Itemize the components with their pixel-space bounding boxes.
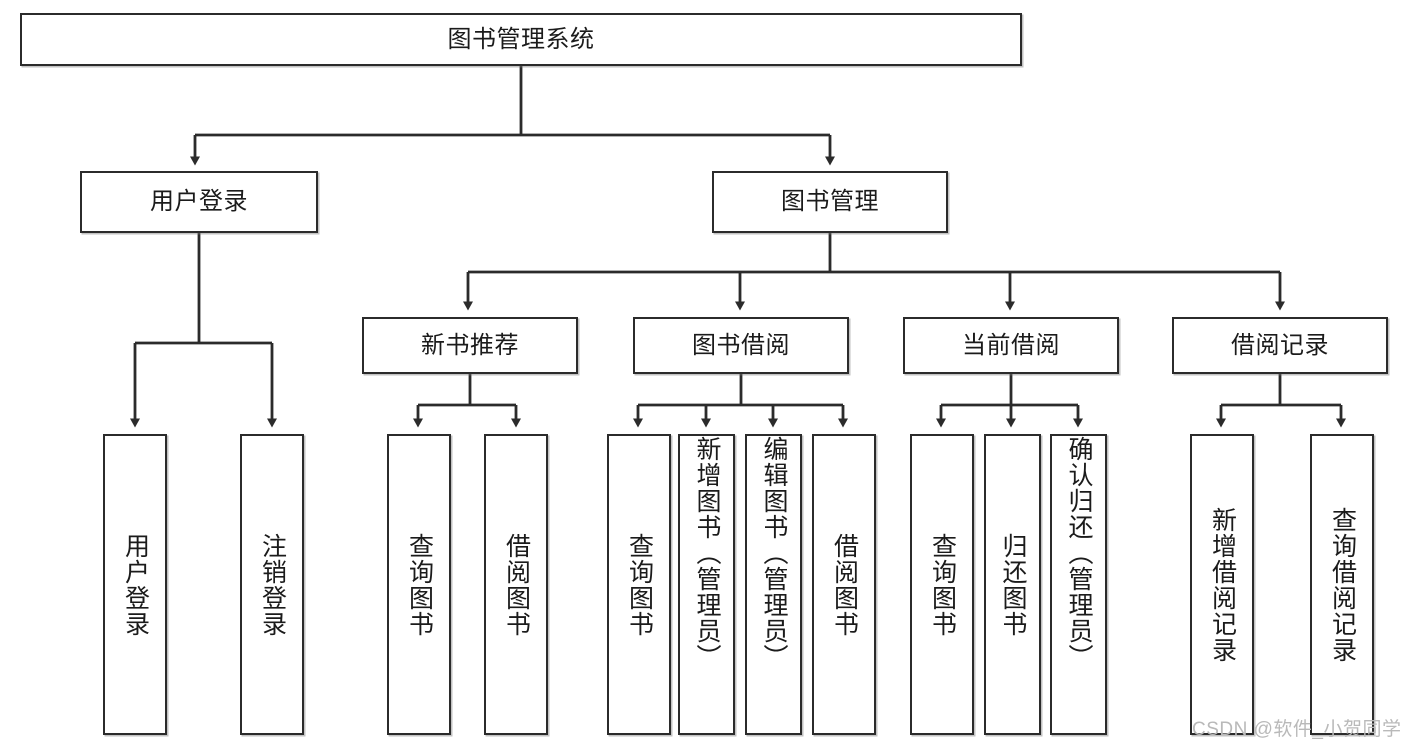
node-leaf-borrow-book[interactable]: 借阅图书 [812, 434, 876, 735]
node-leaf-logout-label: 注销登录 [258, 532, 287, 637]
node-leaf-edit-book-admin-label: 编辑图书（管理员） [760, 436, 788, 670]
node-book-borrow[interactable]: 图书借阅 [633, 317, 849, 374]
node-leaf-confirm-return-admin[interactable]: 确认归还（管理员） [1050, 434, 1107, 735]
node-user-login-label: 用户登录 [150, 188, 248, 216]
node-leaf-return-book-label: 归还图书 [999, 532, 1027, 637]
node-new-book-recommend-label: 新书推荐 [421, 331, 519, 359]
node-book-manage[interactable]: 图书管理 [712, 171, 948, 233]
node-current-borrow[interactable]: 当前借阅 [903, 317, 1119, 374]
node-leaf-query-book-rec-label: 查询图书 [405, 532, 434, 637]
node-leaf-query-book-borrow[interactable]: 查询图书 [607, 434, 671, 735]
node-leaf-query-book-cur[interactable]: 查询图书 [910, 434, 974, 735]
node-current-borrow-label: 当前借阅 [962, 331, 1060, 359]
node-leaf-edit-book-admin[interactable]: 编辑图书（管理员） [745, 434, 802, 735]
node-leaf-add-book-admin[interactable]: 新增图书（管理员） [678, 434, 735, 735]
node-leaf-borrow-book-label: 借阅图书 [830, 532, 859, 637]
node-leaf-query-book-rec[interactable]: 查询图书 [387, 434, 451, 735]
node-root[interactable]: 图书管理系统 [20, 13, 1022, 66]
node-user-login[interactable]: 用户登录 [80, 171, 318, 233]
node-book-manage-label: 图书管理 [781, 188, 879, 216]
node-leaf-user-login-label: 用户登录 [121, 532, 150, 637]
node-leaf-user-login[interactable]: 用户登录 [103, 434, 167, 735]
node-leaf-query-borrow-record-label: 查询借阅记录 [1328, 506, 1357, 663]
node-leaf-add-borrow-record-label: 新增借阅记录 [1208, 506, 1237, 663]
node-new-book-recommend[interactable]: 新书推荐 [362, 317, 578, 374]
node-borrow-records[interactable]: 借阅记录 [1172, 317, 1388, 374]
node-leaf-borrow-book-rec[interactable]: 借阅图书 [484, 434, 548, 735]
node-book-borrow-label: 图书借阅 [692, 331, 790, 359]
node-borrow-records-label: 借阅记录 [1231, 331, 1329, 359]
node-leaf-confirm-return-admin-label: 确认归还（管理员） [1065, 436, 1093, 670]
node-leaf-borrow-book-rec-label: 借阅图书 [502, 532, 531, 637]
csdn-watermark: CSDN @软件_小贺同学 [1192, 719, 1402, 740]
node-root-label: 图书管理系统 [447, 25, 595, 53]
node-leaf-query-borrow-record[interactable]: 查询借阅记录 [1310, 434, 1374, 735]
node-leaf-add-borrow-record[interactable]: 新增借阅记录 [1190, 434, 1254, 735]
node-leaf-return-book[interactable]: 归还图书 [984, 434, 1041, 735]
node-leaf-add-book-admin-label: 新增图书（管理员） [693, 436, 721, 670]
node-leaf-logout[interactable]: 注销登录 [240, 434, 304, 735]
node-leaf-query-book-cur-label: 查询图书 [928, 532, 957, 637]
node-leaf-query-book-borrow-label: 查询图书 [625, 532, 654, 637]
